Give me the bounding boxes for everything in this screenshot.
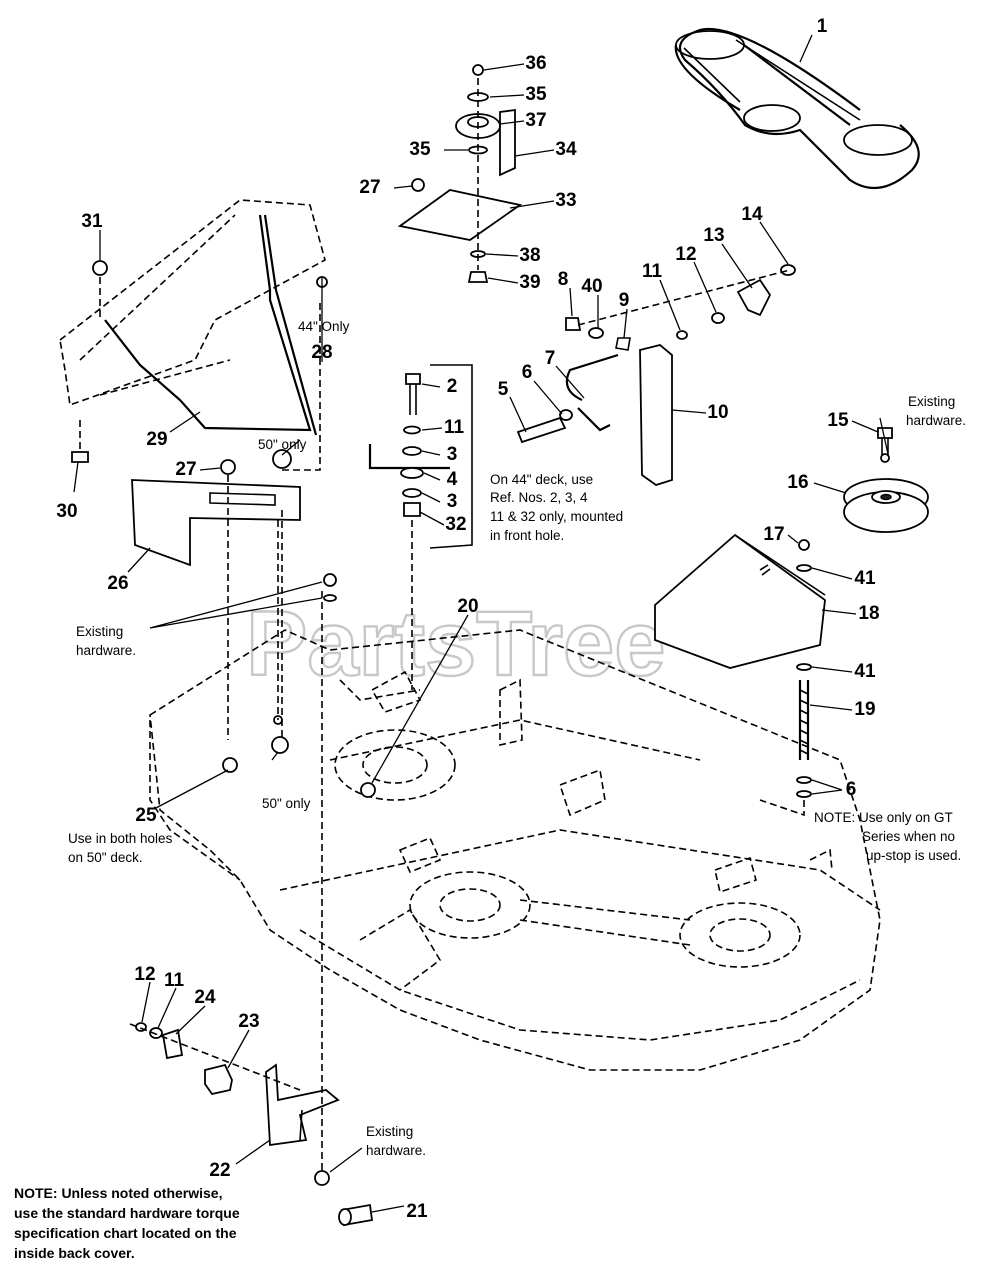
callout-20: 20 <box>457 596 478 617</box>
note-torque-2: use the standard hardware torque <box>14 1205 240 1221</box>
existing-washer <box>323 594 337 602</box>
callout-11: 11 <box>444 417 465 438</box>
callout-11: 11 <box>164 970 185 991</box>
note-existing-hardware-right-2: hardware. <box>906 413 966 428</box>
callout-29: 29 <box>146 429 167 450</box>
existing-nut <box>323 573 337 587</box>
note-existing-hardware-bottom-1: Existing <box>366 1124 413 1139</box>
note-44-deck-4: in front hole. <box>490 528 564 543</box>
note-existing-hardware-left-1: Existing <box>76 624 123 639</box>
callout-35: 35 <box>525 84 547 105</box>
callout-34: 34 <box>555 139 577 160</box>
callout-27: 27 <box>359 177 380 198</box>
callout-40: 40 <box>581 276 602 297</box>
callout-37: 37 <box>525 110 546 131</box>
callout-30: 30 <box>56 501 77 522</box>
callout-31: 31 <box>81 211 103 232</box>
note-torque-3: specification chart located on the <box>14 1225 237 1241</box>
note-existing-hardware-right-1: Existing <box>908 394 955 409</box>
pulley-part-16 <box>843 427 929 533</box>
callout-17: 17 <box>763 524 784 545</box>
callout-38: 38 <box>519 245 540 266</box>
note-gt-series-1: NOTE: Use only on GT <box>814 810 953 825</box>
callout-25: 25 <box>135 805 157 826</box>
callout-41: 41 <box>854 661 876 682</box>
note-torque-4: inside back cover. <box>14 1245 135 1261</box>
note-both-holes-2: on 50" deck. <box>68 850 143 865</box>
callout-4: 4 <box>447 469 458 490</box>
callout-39: 39 <box>519 272 540 293</box>
callout-15: 15 <box>827 410 849 431</box>
leader-lines <box>73 34 889 1213</box>
callout-13: 13 <box>703 225 724 246</box>
callout-12: 12 <box>134 964 155 985</box>
note-torque-1: NOTE: Unless noted otherwise, <box>14 1185 222 1201</box>
callout-6: 6 <box>522 362 533 383</box>
cover-part-18 <box>654 533 826 817</box>
callout-14: 14 <box>741 204 763 225</box>
callout-19: 19 <box>854 699 875 720</box>
callout-28: 28 <box>311 342 332 363</box>
bolt-part-25 <box>222 757 238 773</box>
callout-7: 7 <box>545 348 556 369</box>
callout-26: 26 <box>107 573 128 594</box>
callout-41: 41 <box>854 568 876 589</box>
callout-5: 5 <box>498 379 509 400</box>
note-existing-hardware-bottom-2: hardware. <box>366 1143 426 1158</box>
deflector-bracket-part-26 <box>131 276 328 740</box>
callout-8: 8 <box>558 269 569 290</box>
idler-bracket-assembly <box>397 64 523 283</box>
callout-1: 1 <box>817 16 828 37</box>
note-50-only-top: 50" only <box>258 437 307 452</box>
callout-3: 3 <box>447 444 458 465</box>
callout-9: 9 <box>619 290 630 311</box>
callout-6: 6 <box>846 779 857 800</box>
lift-lever-assembly <box>516 264 796 486</box>
note-44-deck-2: Ref. Nos. 2, 3, 4 <box>490 490 588 505</box>
callout-12: 12 <box>675 244 696 265</box>
callout-35: 35 <box>409 139 431 160</box>
callout-10: 10 <box>707 402 728 423</box>
note-gt-series-3: up-stop is used. <box>866 848 961 863</box>
callout-23: 23 <box>238 1011 259 1032</box>
bolt-50-only <box>271 736 289 754</box>
callout-18: 18 <box>858 603 879 624</box>
callout-27: 27 <box>175 459 196 480</box>
mower-deck <box>149 629 881 1071</box>
note-44-deck-3: 11 & 32 only, mounted <box>490 509 623 524</box>
callout-16: 16 <box>787 472 808 493</box>
rear-bracket-assembly <box>129 590 374 1227</box>
note-existing-hardware-left-2: hardware. <box>76 643 136 658</box>
note-50-only-bottom: 50" only <box>262 796 311 811</box>
note-both-holes-1: Use in both holes <box>68 831 173 846</box>
callout-32: 32 <box>445 514 466 535</box>
callout-33: 33 <box>555 190 576 211</box>
callout-22: 22 <box>209 1160 230 1181</box>
callout-21: 21 <box>406 1201 428 1222</box>
belt-guard-rod-part-29 <box>59 199 326 463</box>
note-44-deck-1: On 44" deck, use <box>490 472 593 487</box>
note-gt-series-2: Series when no <box>862 829 955 844</box>
callout-3: 3 <box>447 491 458 512</box>
bolt-part-20 <box>360 782 376 798</box>
bolt-stack <box>368 364 473 690</box>
callout-11: 11 <box>642 261 663 282</box>
belt-part-1 <box>674 27 920 190</box>
note-44-only: 44" Only <box>298 319 350 334</box>
callout-24: 24 <box>194 987 216 1008</box>
watermark-text: PartsTree <box>246 593 665 695</box>
callout-2: 2 <box>447 376 458 397</box>
callout-36: 36 <box>525 53 546 74</box>
